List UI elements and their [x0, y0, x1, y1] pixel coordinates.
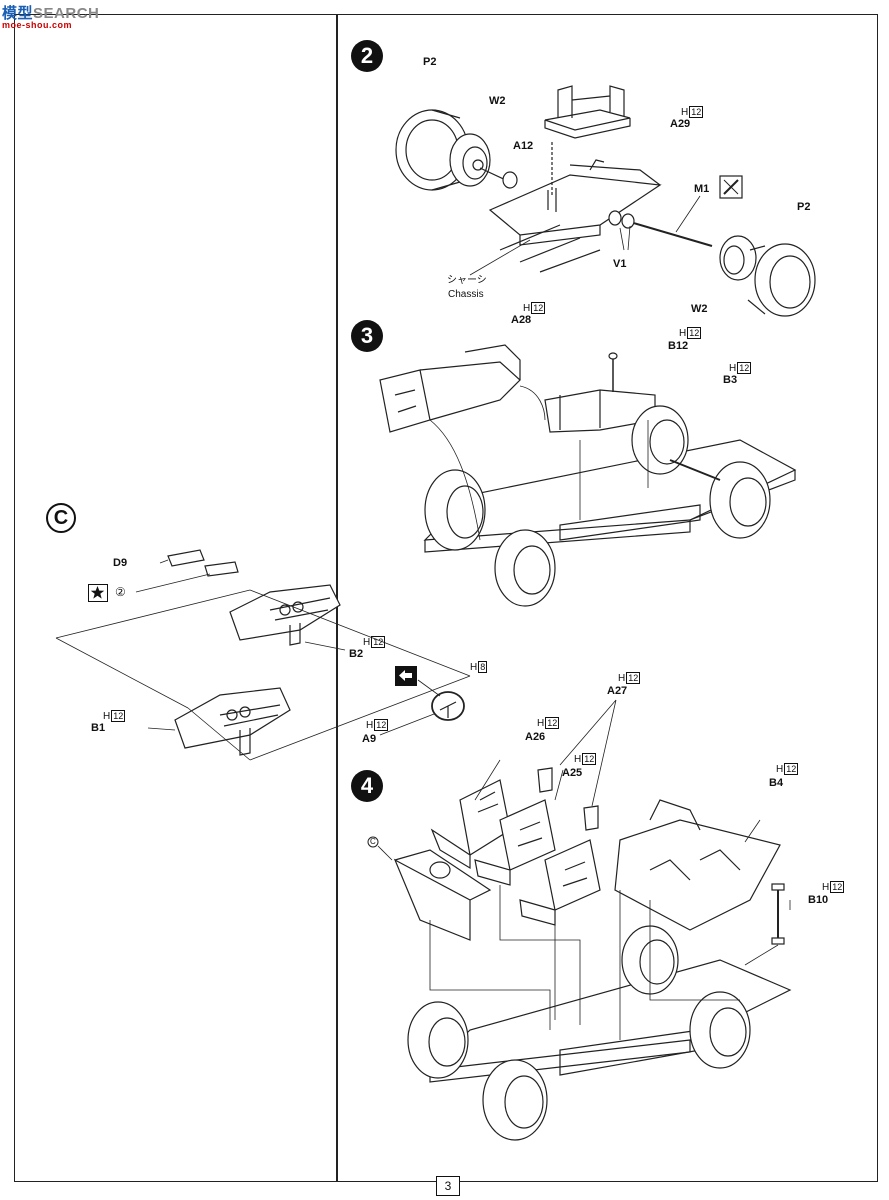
- seat-a26: [430, 779, 511, 870]
- label-a26: A26: [525, 731, 546, 743]
- steering-assembly-icon: [395, 666, 417, 686]
- part-b4: [614, 799, 781, 931]
- label-b4: B4: [769, 777, 784, 789]
- watermark-sub: moe-shou.com: [2, 20, 73, 30]
- c-ref-circle: [367, 836, 379, 848]
- label-b10: B10: [808, 894, 829, 906]
- label-p2-left: P2: [423, 56, 437, 68]
- seat-a25-b: [519, 839, 601, 926]
- label-m1: M1: [694, 183, 710, 195]
- chassis-frame: [488, 159, 662, 273]
- step-4-marker: 4: [351, 770, 383, 802]
- page-number: 3: [436, 1176, 460, 1196]
- label-a9: A9: [362, 733, 377, 745]
- label-a27: A27: [607, 685, 628, 697]
- label-chassis-jp: シャーシ: [447, 275, 487, 286]
- part-a12: [502, 171, 518, 189]
- label-b2: B2: [349, 648, 364, 660]
- label-circle-2: ②: [115, 585, 126, 599]
- label-d9: D9: [113, 557, 128, 569]
- label-b1: B1: [91, 722, 106, 734]
- part-b10: [771, 883, 785, 945]
- label-w2-right: W2: [691, 303, 708, 315]
- label-w2-left: W2: [489, 95, 506, 107]
- label-a12: A12: [513, 140, 534, 152]
- label-a28: A28: [511, 314, 532, 326]
- wheel-w2-right: [719, 235, 757, 281]
- part-a9-steering-wheel: [431, 691, 465, 721]
- part-a29: [544, 85, 631, 139]
- tire-p2-right: [747, 243, 816, 317]
- label-c-ref: C: [370, 837, 376, 846]
- seat-a25-a: [474, 799, 556, 886]
- step-c-marker: C: [46, 503, 76, 533]
- label-chassis-en: Chassis: [448, 289, 484, 300]
- star-decal-icon: [88, 584, 108, 602]
- label-b3: B3: [723, 374, 738, 386]
- dashboard-subassembly-c: [393, 849, 492, 941]
- chassis-step4: [407, 925, 792, 1141]
- label-a25: A25: [562, 767, 583, 779]
- label-b12: B12: [668, 340, 689, 352]
- watermark-logo: 模型SEARCH moe-shou.com: [2, 2, 100, 30]
- tire-p2-left: [395, 109, 469, 191]
- step-3-marker: 3: [351, 320, 383, 352]
- watermark-cn: 模型: [2, 5, 34, 22]
- step-2-marker: 2: [351, 40, 383, 72]
- label-v1: V1: [613, 258, 627, 270]
- wheel-w2-left: [449, 133, 491, 187]
- headrest-a27: [537, 767, 599, 831]
- chassis-step3: [423, 405, 797, 607]
- part-d9: [167, 549, 205, 567]
- label-a29: A29: [670, 118, 691, 130]
- part-b12: [608, 352, 618, 392]
- label-p2-right: P2: [797, 201, 811, 213]
- decal-piece: [204, 561, 239, 577]
- m1-grease-icon: [719, 175, 743, 199]
- part-b1: [174, 687, 291, 756]
- axle-m1: [608, 210, 713, 247]
- watermark-en: SEARCH: [33, 5, 100, 22]
- part-a28: [379, 344, 521, 433]
- part-b2: [229, 584, 341, 646]
